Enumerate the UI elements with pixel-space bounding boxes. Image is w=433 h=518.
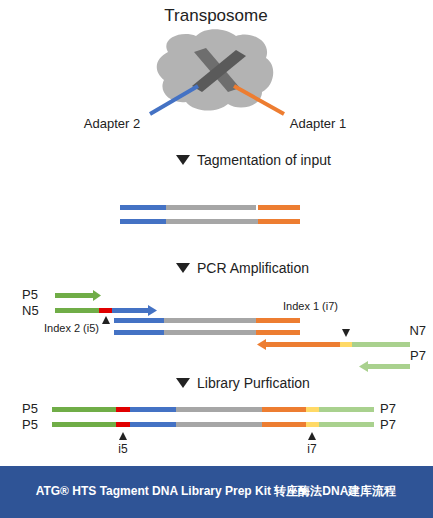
tagmented-fragments <box>120 205 300 224</box>
step-marker <box>176 263 190 273</box>
step-marker <box>176 155 190 165</box>
adapter-label: Adapter 1 <box>290 117 346 132</box>
adapter-end-label: P7 <box>380 402 396 417</box>
index-label: i5 <box>118 443 127 457</box>
primer-label: N7 <box>409 324 426 339</box>
index-label: i7 <box>307 443 316 457</box>
library-fragments <box>52 407 374 440</box>
step-label: PCR Amplification <box>197 260 309 276</box>
diagram-title: Transposome <box>164 6 267 26</box>
caption-band: ATG® HTS Tagment DNA Library Prep Kit 转座… <box>0 466 433 518</box>
adapter-strand <box>234 86 284 114</box>
caption-text: ATG® HTS Tagment DNA Library Prep Kit 转座… <box>36 485 397 499</box>
adapter-label: Adapter 2 <box>84 117 140 132</box>
step-marker <box>176 378 190 388</box>
adapter-end-label: P7 <box>380 418 396 433</box>
step-label: Library Purfication <box>197 375 310 391</box>
index-label: Index 2 (i5) <box>44 322 99 335</box>
pcr-strands <box>55 290 410 372</box>
index-label: Index 1 (i7) <box>283 300 338 313</box>
adapter-strand <box>150 86 198 114</box>
primer-label: P7 <box>410 349 426 364</box>
adapter-end-label: P5 <box>22 418 38 433</box>
primer-label: N5 <box>22 304 39 319</box>
transposase-arm <box>192 50 246 92</box>
primer-label: P5 <box>22 288 38 303</box>
step-label: Tagmentation of input <box>197 152 331 168</box>
adapter-end-label: P5 <box>22 402 38 417</box>
